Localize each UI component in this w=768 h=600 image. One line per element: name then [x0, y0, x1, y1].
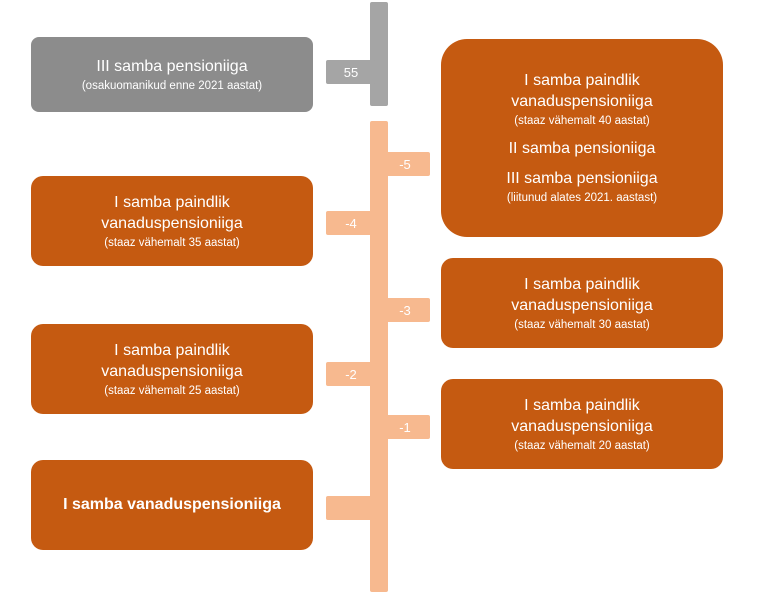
box-iii-pension-age: III samba pensioniiga (osakuomanikud enn… [31, 37, 313, 112]
axis-tab-minus-3: -3 [380, 298, 430, 322]
box-subtitle: (osakuomanikud enne 2021 aastat) [81, 79, 263, 92]
box-flex-40: I samba paindlik vanaduspensioniiga (sta… [441, 39, 723, 237]
axis-spine [370, 121, 388, 592]
box-flex-20: I samba paindlik vanaduspensioniiga (sta… [441, 379, 723, 469]
box-subtitle: (staaz vähemalt 30 aastat) [514, 318, 650, 331]
box-title: III samba pensioniiga [96, 57, 248, 75]
box-subtitle-iii: (liitunud alates 2021. aastast) [506, 192, 658, 204]
box-line-ii-pension: II samba pensioniiga [508, 140, 656, 157]
box-old-age: I samba vanaduspensioniiga [31, 460, 313, 550]
box-title: I samba paindlik vanaduspensioniiga [511, 275, 653, 314]
axis-tab-minus-2: -2 [326, 362, 376, 386]
axis-tab-minus-5: -5 [380, 152, 430, 176]
box-line-iii-pension: III samba pensioniiga [506, 170, 658, 187]
axis-tab-zero [326, 496, 376, 520]
box-subtitle: (staaz vähemalt 35 aastat) [104, 236, 240, 249]
box-subtitle: (staaz vähemalt 40 aastat) [514, 115, 650, 127]
box-title: I samba paindlik vanaduspensioniiga [511, 72, 653, 110]
box-flex-30: I samba paindlik vanaduspensioniiga (sta… [441, 258, 723, 348]
axis-tab-minus-4: -4 [326, 211, 376, 235]
box-title: I samba paindlik vanaduspensioniiga [101, 193, 243, 232]
box-title: I samba vanaduspensioniiga [63, 496, 281, 513]
box-flex-35: I samba paindlik vanaduspensioniiga (sta… [31, 176, 313, 266]
box-flex-25: I samba paindlik vanaduspensioniiga (sta… [31, 324, 313, 414]
box-title: I samba paindlik vanaduspensioniiga [511, 396, 653, 435]
box-title: I samba paindlik vanaduspensioniiga [101, 341, 243, 380]
axis-tab-minus-1: -1 [380, 415, 430, 439]
axis-tab-55: 55 [326, 60, 376, 84]
box-subtitle: (staaz vähemalt 25 aastat) [104, 384, 240, 397]
axis-spine-top [370, 2, 388, 106]
box-subtitle: (staaz vähemalt 20 aastat) [514, 439, 650, 452]
